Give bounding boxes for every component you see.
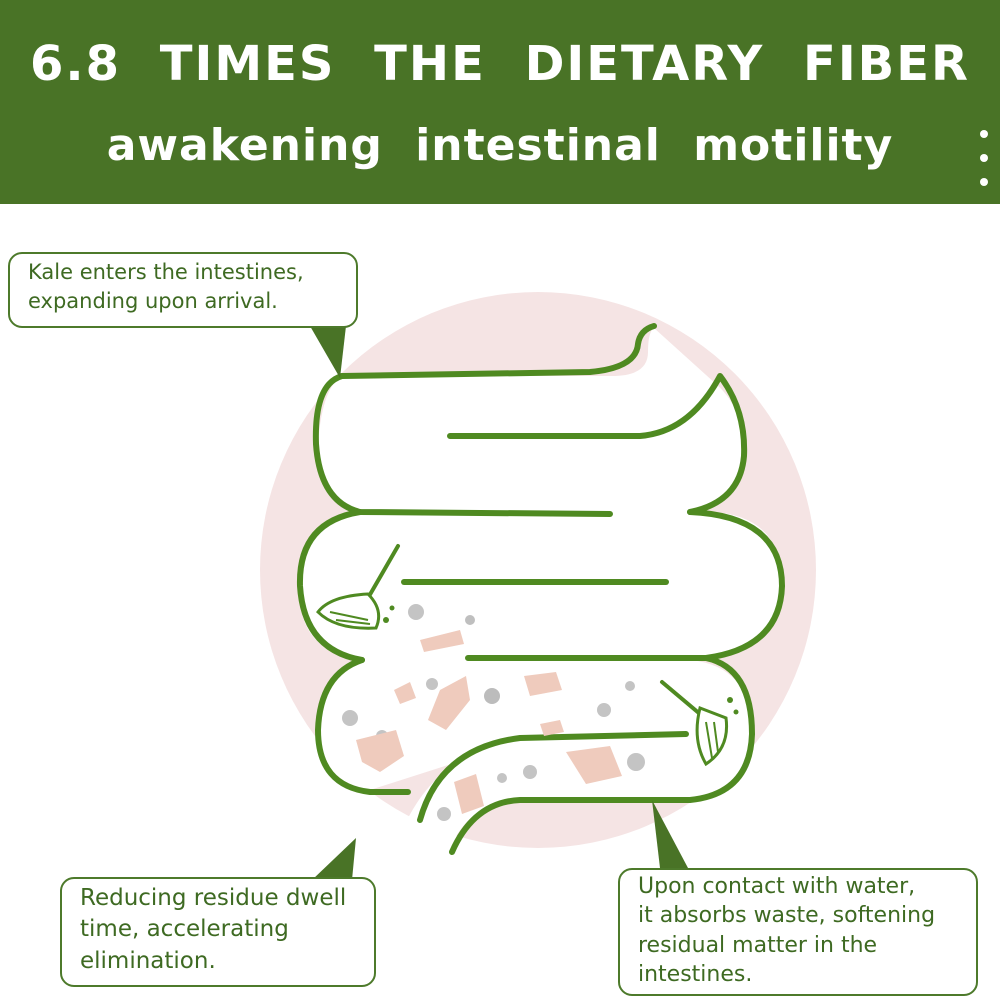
- callout-kale-enters: Kale enters the intestines, expanding up…: [8, 252, 358, 328]
- banner-title: 6.8 TIMES THE DIETARY FIBER: [29, 36, 971, 92]
- callout-line: Upon contact with water,: [638, 874, 916, 899]
- callout-line: it absorbs waste, softening: [638, 903, 936, 929]
- callout-absorbs-waste: Upon contact with water, it absorbs wast…: [618, 868, 978, 996]
- callout-line: intestines.: [638, 961, 753, 987]
- more-options-icon[interactable]: [980, 130, 988, 192]
- callout-line: Kale enters the intestines,: [28, 260, 304, 284]
- residue-particles: [342, 604, 645, 821]
- callout-line: elimination.: [80, 947, 216, 974]
- triangle-pointer-icon: [310, 326, 346, 378]
- dot: [980, 130, 988, 138]
- callout-line: Reducing residue dwell: [80, 885, 347, 911]
- dot: [980, 154, 988, 162]
- broom-icon: [660, 680, 739, 767]
- triangle-pointer-icon: [312, 838, 356, 880]
- broom-icon: [316, 544, 400, 630]
- intestine-cavity: [299, 328, 782, 852]
- dot: [980, 178, 988, 186]
- header-banner: 6.8 TIMES THE DIETARY FIBER awakening in…: [0, 0, 1000, 204]
- callout-line: time, accelerating: [80, 916, 289, 943]
- callout-reducing-residue: Reducing residue dwell time, acceleratin…: [60, 877, 376, 987]
- banner-subtitle: awakening intestinal motility: [106, 120, 894, 171]
- callout-line: expanding upon arrival.: [28, 288, 278, 313]
- triangle-pointer-icon: [652, 800, 688, 868]
- callout-line: residual matter in the: [638, 932, 878, 958]
- intestine-outline: [296, 323, 785, 855]
